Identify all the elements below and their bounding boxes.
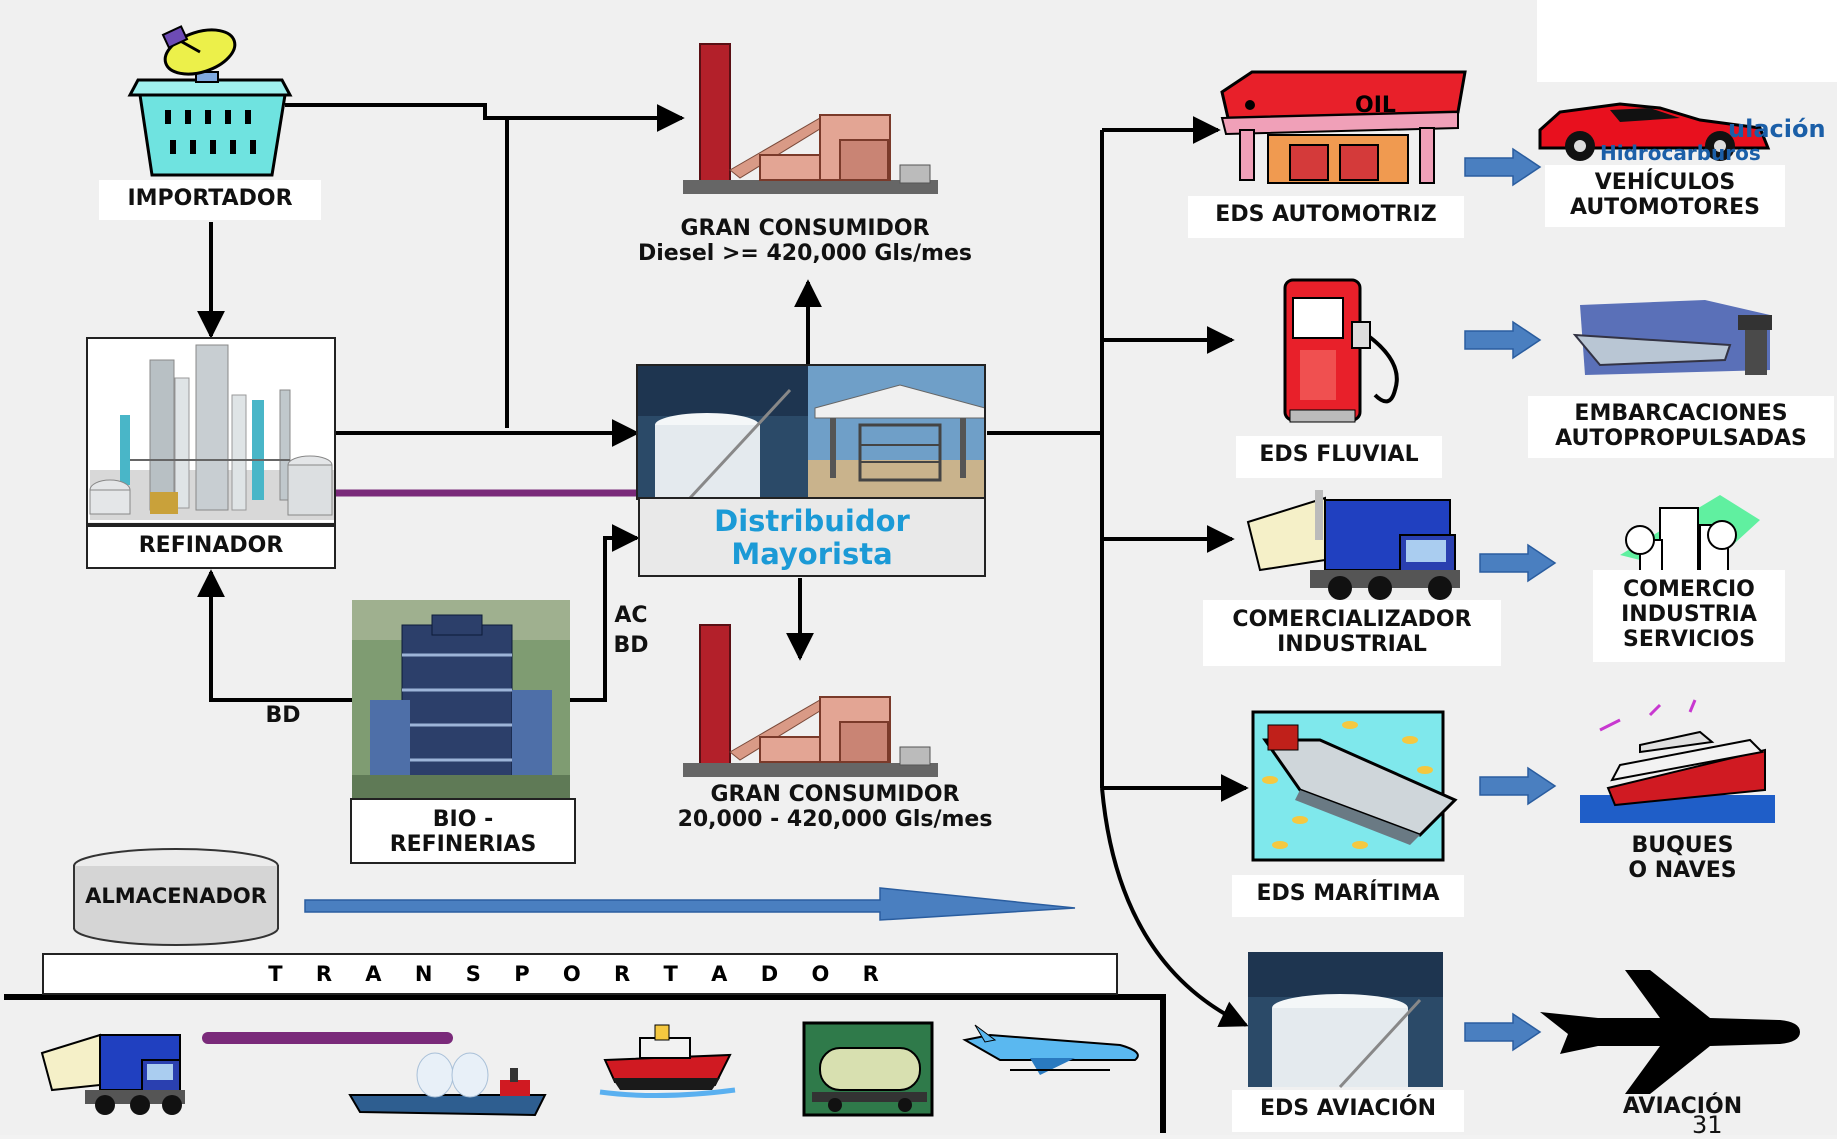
comercio-line2: INDUSTRIA — [1621, 602, 1757, 627]
airport-tank-icon — [1248, 952, 1443, 1089]
target-vehiculos: VEHÍCULOS AUTOMOTORES — [1545, 165, 1785, 227]
node-bio-refinerias: BIO - REFINERIAS — [350, 798, 576, 864]
cruise-ship-icon — [1580, 699, 1775, 823]
eds-maritima-label: EDS MARÍTIMA — [1256, 881, 1440, 906]
bio-refinery-icon — [352, 600, 570, 798]
page-number-text: 31 — [1692, 1111, 1723, 1139]
edge-label-bd-left: BD — [258, 703, 308, 728]
comercializador-line2: INDUSTRIAL — [1277, 632, 1427, 657]
factory-icon-2 — [683, 624, 938, 777]
logo-text-1: ulación — [1728, 116, 1826, 142]
eds-fluvial-label: EDS FLUVIAL — [1259, 442, 1419, 467]
airplane-silhouette-icon — [1540, 970, 1800, 1094]
bd-right-text: BD — [613, 633, 649, 658]
station-comercializador: COMERCIALIZADOR INDUSTRIAL — [1203, 600, 1501, 666]
factory-icon — [683, 43, 938, 194]
motorboat-icon — [1572, 300, 1772, 375]
target-embarcaciones: EMBARCACIONES AUTOPROPULSADAS — [1528, 396, 1834, 458]
transportador-label: T R A N S P O R T A D O R — [268, 962, 892, 986]
refinery-icon — [88, 339, 334, 522]
tanker-truck-icon-small — [40, 1033, 185, 1115]
buques-line2: O NAVES — [1628, 858, 1737, 883]
page-number: 31 — [1692, 1111, 1723, 1139]
distribuidor-title: Distribuidor — [714, 504, 910, 538]
flow-arrow-aviacion — [1464, 1012, 1542, 1052]
tanker-ship-icon — [1251, 710, 1458, 862]
sports-car-icon — [1538, 102, 1771, 161]
transport-frame — [4, 994, 1166, 1133]
flow-arrow-comercializador — [1479, 543, 1557, 583]
logo-line2: Hidrocarburos — [1600, 141, 1761, 165]
gas-station-icon — [1220, 70, 1467, 184]
bio-refinerias-line2: REFINERIAS — [389, 832, 537, 857]
bd-left-text: BD — [265, 703, 301, 728]
edge-hub-to-aviacion — [1100, 787, 1249, 1027]
city-buildings-icon — [1620, 495, 1760, 575]
refinador-image-frame — [86, 337, 336, 525]
refinador-label: REFINADOR — [138, 533, 284, 558]
node-importador: IMPORTADOR — [99, 180, 321, 220]
flow-arrow-automotriz — [1464, 147, 1542, 187]
vehiculos-line2: AUTOMOTORES — [1569, 195, 1761, 220]
rail-tank-car-icon — [802, 1021, 934, 1117]
vehiculos-line1: VEHÍCULOS — [1594, 170, 1736, 195]
edge-bio-to-distribuidor — [570, 524, 640, 702]
flow-arrow-fluvial — [1464, 320, 1542, 360]
satellite-building-icon — [127, 25, 293, 177]
target-aviacion: AVIACIÓN — [1590, 1094, 1775, 1119]
ac-text: AC — [614, 603, 648, 628]
distribuidor-subtitle: Mayorista — [731, 537, 893, 571]
embarcaciones-line1: EMBARCACIONES — [1574, 401, 1788, 426]
node-refinador: REFINADOR — [86, 525, 336, 569]
flow-arrows — [1464, 147, 1557, 1052]
edge-label-ac-bd: AC BD — [606, 603, 656, 658]
gran-consumidor-2-title: GRAN CONSUMIDOR — [710, 782, 960, 807]
target-buques: BUQUES O NAVES — [1570, 833, 1795, 883]
logo-text-2: Hidrocarburos — [1600, 140, 1761, 166]
storage-tank-icon — [638, 366, 808, 500]
almacenador-flow-arrow — [304, 887, 1076, 921]
logo-area — [1537, 0, 1837, 82]
gran-consumidor-1-title: GRAN CONSUMIDOR — [680, 216, 930, 241]
cylinder-tank-icon — [73, 848, 279, 946]
oil-sign: OIL — [1355, 93, 1396, 118]
node-gran-consumidor-2: GRAN CONSUMIDOR 20,000 - 420,000 Gls/mes — [650, 782, 1020, 832]
tugboat-icon — [599, 1024, 736, 1099]
node-almacenador: ALMACENADOR — [70, 884, 282, 909]
gran-consumidor-1-subtitle: Diesel >= 420,000 Gls/mes — [638, 241, 972, 266]
bio-refinerias-line1: BIO - — [432, 807, 494, 832]
canopy-station-icon — [808, 366, 986, 498]
station-eds-automotriz: EDS AUTOMOTRIZ — [1188, 196, 1464, 238]
station-eds-fluvial: EDS FLUVIAL — [1236, 436, 1442, 478]
eds-automotriz-label: EDS AUTOMOTRIZ — [1215, 202, 1437, 227]
aviacion-line1: AVIACIÓN — [1622, 1094, 1743, 1119]
tanker-truck-icon — [1246, 490, 1460, 600]
distribuidor-photos-frame — [636, 364, 986, 500]
embarcaciones-line2: AUTOPROPULSADAS — [1555, 426, 1807, 451]
edge-importador-to-gran-consumidor — [285, 103, 685, 132]
node-gran-consumidor-1: GRAN CONSUMIDOR Diesel >= 420,000 Gls/me… — [620, 216, 990, 266]
station-eds-aviacion: EDS AVIACIÓN — [1232, 1090, 1464, 1132]
comercio-line3: SERVICIOS — [1623, 627, 1755, 652]
gran-consumidor-2-subtitle: 20,000 - 420,000 Gls/mes — [677, 807, 993, 832]
target-comercio: COMERCIO INDUSTRIA SERVICIOS — [1593, 570, 1785, 662]
node-transportador: T R A N S P O R T A D O R — [42, 953, 1118, 995]
comercio-line1: COMERCIO — [1623, 577, 1755, 602]
almacenador-label: ALMACENADOR — [85, 884, 267, 908]
node-distribuidor: Distribuidor Mayorista — [638, 497, 986, 577]
importador-label: IMPORTADOR — [127, 186, 293, 211]
station-eds-maritima: EDS MARÍTIMA — [1232, 875, 1464, 917]
fuel-pump-icon — [1283, 278, 1399, 423]
eds-aviacion-label: EDS AVIACIÓN — [1259, 1096, 1436, 1121]
comercializador-line1: COMERCIALIZADOR — [1232, 607, 1472, 632]
flow-arrow-maritima — [1479, 766, 1557, 806]
logo-line1: ulación — [1728, 115, 1826, 143]
buques-line1: BUQUES — [1631, 833, 1734, 858]
jet-plane-icon — [962, 1024, 1139, 1075]
edge-bio-to-refinador — [197, 569, 352, 702]
tanker-vessel-icon — [348, 1052, 547, 1117]
